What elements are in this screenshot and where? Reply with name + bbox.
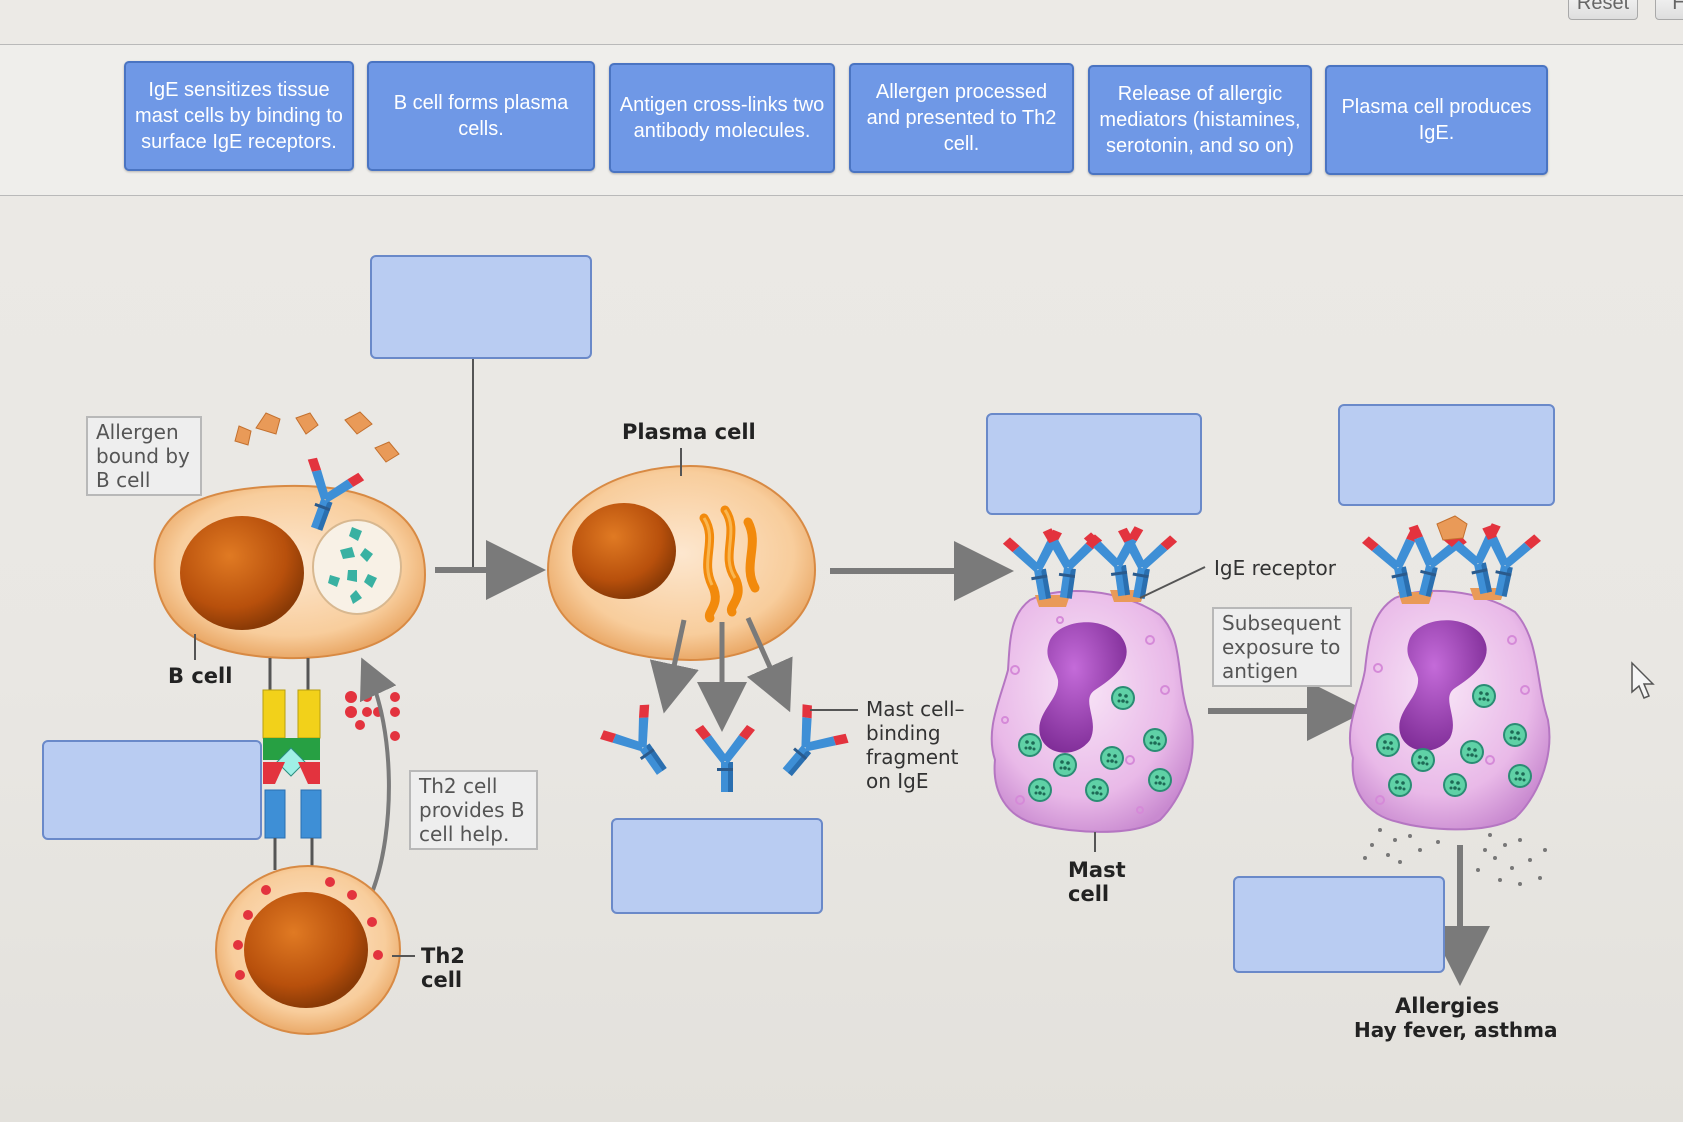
mast-cell-activated-illustration — [1348, 515, 1551, 986]
answer-chip-antigen-crosslinks[interactable]: Antigen cross-links two antibody molecul… — [609, 63, 835, 173]
drop-zone-3[interactable] — [611, 818, 823, 914]
plasma-cell-illustration — [546, 448, 817, 732]
cytokine-signal — [345, 691, 400, 741]
label-allergies: Allergies — [1395, 994, 1500, 1018]
drop-zone-1[interactable] — [370, 255, 592, 359]
label-b-cell: B cell — [168, 664, 233, 688]
tag-allergen-bound: Allergen bound by B cell — [86, 416, 202, 496]
th2-cell-illustration — [215, 865, 415, 1035]
tag-subsequent-exposure: Subsequent exposure to antigen — [1212, 607, 1352, 687]
answer-chip-allergen-processed[interactable]: Allergen processed and presented to Th2 … — [849, 63, 1074, 173]
tag-th2-help: Th2 cell provides B cell help. — [409, 770, 538, 850]
label-plasma-cell: Plasma cell — [622, 420, 756, 444]
drop-zone-4[interactable] — [986, 413, 1202, 515]
label-mast-cell-binding-fragment: Mast cell– binding fragment on IgE — [866, 697, 965, 793]
answer-chip-plasma-produces-ige[interactable]: Plasma cell produces IgE. — [1325, 65, 1548, 175]
drop-zone-6[interactable] — [1233, 876, 1445, 973]
mast-cell-illustration — [990, 525, 1206, 852]
reset-button[interactable]: Reset — [1568, 0, 1638, 20]
label-mast-cell: Mast cell — [1068, 858, 1126, 906]
label-ige-receptor: IgE receptor — [1214, 556, 1336, 580]
mhc-tcr-complex — [262, 658, 322, 870]
secreted-ige-antibodies — [597, 700, 858, 792]
answer-chip-ige-sensitizes[interactable]: IgE sensitizes tissue mast cells by bind… — [124, 61, 354, 171]
label-allergies-examples: Hay fever, asthma — [1354, 1018, 1558, 1042]
label-th2-cell: Th2 cell — [421, 944, 465, 992]
answer-chip-b-cell-forms-plasma[interactable]: B cell forms plasma cells. — [367, 61, 595, 171]
b-cell-illustration — [153, 411, 427, 660]
mouse-cursor-icon — [1631, 661, 1655, 699]
answer-bank: IgE sensitizes tissue mast cells by bind… — [0, 44, 1683, 196]
drop-zone-5[interactable] — [1338, 404, 1555, 506]
answer-chip-release-mediators[interactable]: Release of allergic mediators (histamine… — [1088, 65, 1312, 175]
help-arrow — [359, 657, 397, 891]
help-button[interactable]: He — [1655, 0, 1683, 20]
drop-zone-2[interactable] — [42, 740, 262, 840]
